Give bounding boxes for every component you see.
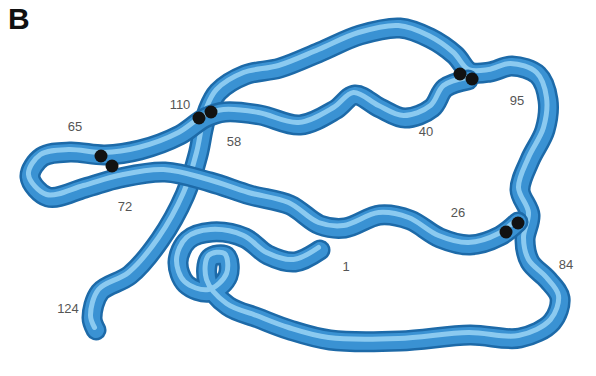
sulfur-dot [95,150,108,163]
residue-number: 26 [451,206,465,219]
disulfide-bond [454,68,479,86]
backbone-tube [28,25,560,341]
tube-body [30,80,518,245]
tube-edge [92,28,560,342]
residue-number: 72 [118,200,132,213]
residue-number: 65 [68,120,82,133]
disulfide-bonds [95,68,525,239]
residue-number: 40 [419,125,433,138]
sulfur-dot [106,160,119,173]
residue-number: 95 [510,94,524,107]
disulfide-bond [500,217,525,239]
residue-number: 58 [227,135,241,148]
sulfur-dot [193,112,206,125]
sulfur-dot [466,73,479,86]
panel-letter: B [8,4,30,34]
residue-number: 1 [342,260,349,273]
sulfur-dot [454,68,467,81]
tube-edge [30,80,518,245]
disulfide-bond [193,106,218,125]
residue-number: 84 [559,258,573,271]
disulfide-bond [95,150,119,173]
chain-segment [28,78,518,246]
sulfur-dot [500,226,513,239]
sulfur-dot [512,217,525,230]
tube-highlight [28,78,516,243]
tube-body [92,28,560,342]
residue-number: 124 [57,302,79,315]
sulfur-dot [205,106,218,119]
chain-segment [90,25,560,341]
residue-number: 110 [170,98,191,111]
